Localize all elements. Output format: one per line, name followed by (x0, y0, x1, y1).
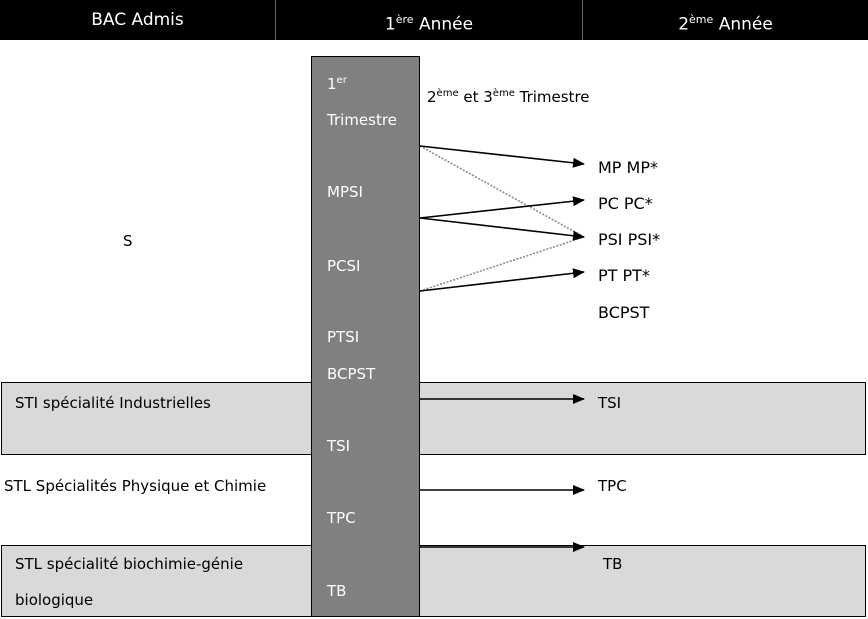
trimester-note-b-sup: ème (492, 88, 515, 99)
first-trimester-label: Trimestre (327, 111, 397, 129)
band-stl-bio (1, 545, 866, 617)
header-second-year: 2ème Année (582, 0, 868, 40)
year2-tpc: TPC (598, 477, 627, 495)
arrow-to-pt (419, 268, 585, 292)
bac-stl-physique-chimie: STL Spécialités Physique et Chimie (4, 477, 267, 495)
arrow-to-mp (419, 145, 585, 168)
first-trimester-digit: 1 (327, 75, 337, 93)
bac-stl-bio-line2: biologique (15, 591, 94, 609)
year2-psi: PSI PSI* (598, 230, 661, 249)
year1-item-ptsi: PTSI (327, 328, 360, 346)
header-first-year-num: 1 (384, 14, 396, 35)
header-first-year: 1ère Année (275, 0, 582, 40)
bac-sti: STI spécialité Industrielles (15, 394, 211, 412)
trimester-note-b: et 3 (458, 88, 493, 106)
year1-item-tb: TB (327, 582, 347, 600)
header-first-year-label: Année (413, 14, 474, 35)
header-bar: BAC Admis 1ère Année 2ème Année (0, 0, 868, 40)
header-second-year-sup: ème (689, 13, 714, 26)
arrow-to-psi (419, 217, 585, 241)
year1-item-pcsi: PCSI (327, 257, 361, 275)
trimester-note-c: Trimestre (514, 88, 590, 106)
first-year-column (311, 56, 420, 617)
year2-pc: PC PC* (598, 194, 653, 213)
year1-item-bcpst: BCPST (327, 365, 376, 383)
year1-item-mpsi: MPSI (327, 183, 363, 201)
header-second-year-num: 2 (678, 14, 690, 35)
arrow-dotted-to-psi (419, 145, 585, 238)
first-trimester-num: 1er (327, 75, 347, 93)
trimester-note-a-sup: ème (436, 88, 459, 99)
year2-tb: TB (603, 555, 623, 573)
year2-mp: MP MP* (598, 158, 658, 177)
trimester-note: 2ème et 3ème Trimestre (427, 88, 590, 106)
arrow-to-pc (419, 196, 585, 219)
trimester-note-a: 2 (427, 88, 437, 106)
first-trimester-sup: er (336, 75, 347, 86)
year1-item-tsi: TSI (327, 437, 351, 455)
year2-pt: PT PT* (598, 266, 650, 285)
year1-item-tpc: TPC (327, 509, 356, 527)
header-bac-admis: BAC Admis (91, 10, 184, 30)
arrow-dotted-pcsi-to-psi (419, 236, 585, 292)
year2-tsi: TSI (598, 394, 622, 412)
bac-stl-bio-line1: STL spécialité biochimie-génie (15, 555, 244, 573)
year2-bcpst: BCPST (598, 303, 650, 322)
band-sti (1, 382, 866, 455)
header-second-year-label: Année (713, 14, 773, 35)
header-first-year-sup: ère (395, 13, 414, 26)
bac-s: S (123, 232, 133, 250)
